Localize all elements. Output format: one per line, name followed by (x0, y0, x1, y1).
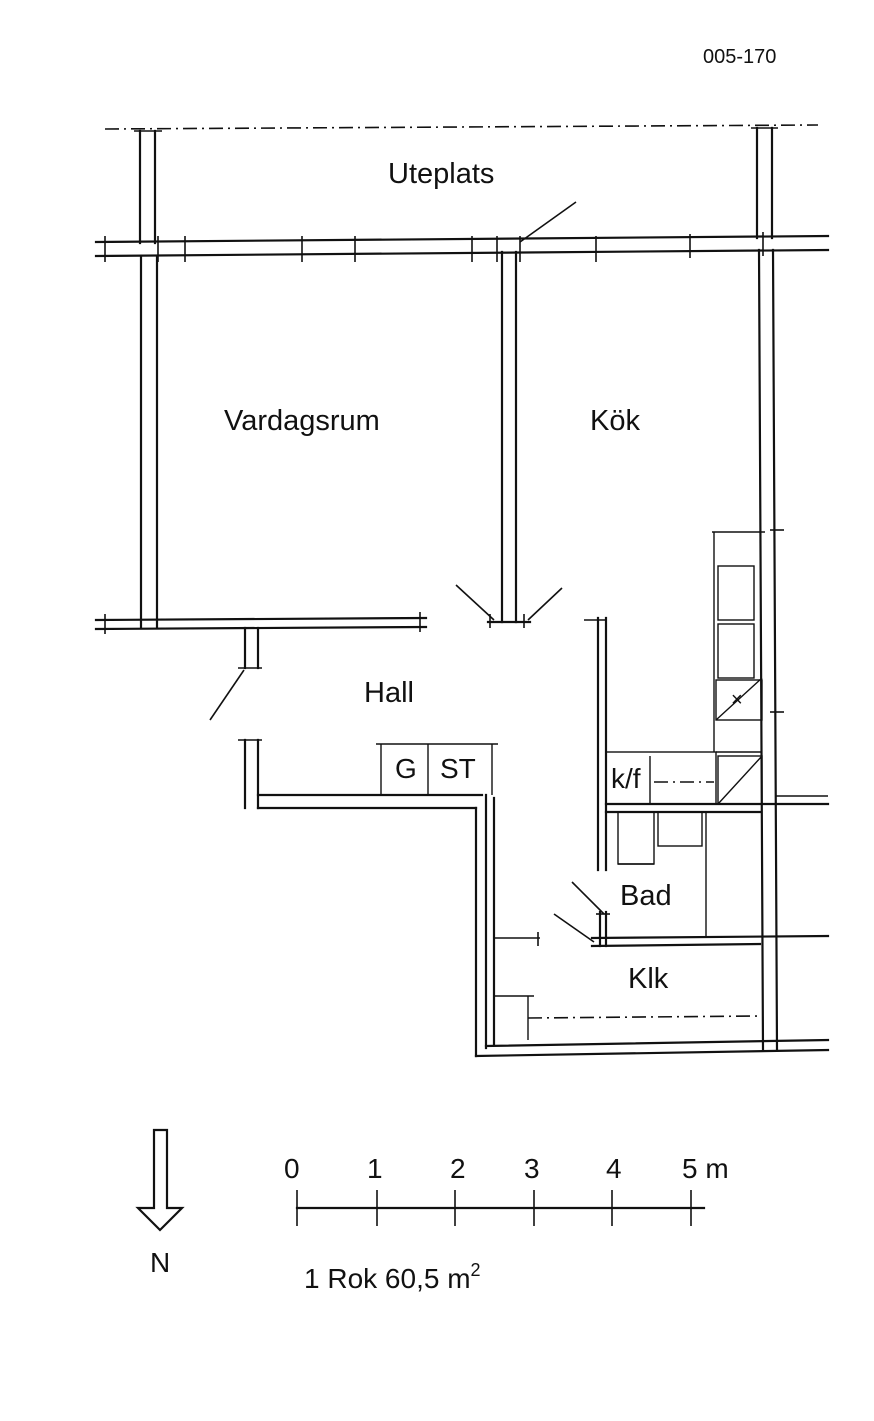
room-vardagsrum-label: Vardagsrum (224, 405, 380, 437)
wall-living-south (94, 612, 532, 634)
north-label: N (150, 1247, 170, 1278)
scale-bar (295, 1190, 706, 1226)
wall-east (757, 248, 784, 1052)
patio-boundary (104, 124, 819, 245)
wardrobes: G ST (376, 743, 498, 795)
wall-west (139, 254, 159, 630)
wardrobe-g-label: G (395, 753, 417, 784)
apartment-summary-text: 1 Rok 60,5 m (304, 1263, 471, 1294)
scale-tick-label: 5 m (682, 1153, 729, 1184)
north-arrow-icon (135, 1128, 185, 1232)
apartment-summary-superscript: 2 (471, 1260, 481, 1280)
stove-mark-icon: × (731, 689, 743, 711)
fridge-freezer: k/f (605, 751, 717, 805)
room-kok-label: Kök (590, 405, 640, 437)
kitchen-door-swing (527, 587, 563, 621)
room-bad-label: Bad (620, 880, 672, 912)
closet-door-swing (553, 913, 595, 943)
drawing-reference: 005-170 (703, 46, 776, 68)
bath-door-swing (571, 881, 605, 915)
wardrobe-st-label: ST (440, 753, 476, 784)
wall-corridor (474, 793, 830, 1058)
closet-shelf-line (527, 1015, 761, 1019)
wall-hall-south (238, 738, 484, 810)
bath-fixtures (617, 811, 707, 938)
scale-tick-label: 2 (450, 1153, 466, 1184)
balcony-door-swing (519, 201, 577, 243)
room-hall-label: Hall (364, 677, 414, 709)
living-door-swing (455, 584, 495, 621)
wall-bath-south (590, 910, 830, 948)
wall-north (94, 232, 830, 262)
room-uteplats-label: Uteplats (388, 158, 494, 190)
scale-tick-label: 1 (367, 1153, 383, 1184)
scale-tick-label: 0 (284, 1153, 300, 1184)
apartment-summary: 1 Rok 60,5 m2 (304, 1260, 481, 1294)
fridge-freezer-label: k/f (611, 763, 641, 794)
wall-living-kitchen (500, 250, 518, 624)
scale-tick-label: 4 (606, 1153, 622, 1184)
entrance-door (209, 626, 262, 721)
room-klk-label: Klk (628, 963, 669, 995)
wall-kitchen-bath (584, 616, 608, 872)
kitchen-counter: × (712, 531, 765, 805)
wall-bath-north (604, 795, 830, 814)
scale-tick-label: 3 (524, 1153, 540, 1184)
